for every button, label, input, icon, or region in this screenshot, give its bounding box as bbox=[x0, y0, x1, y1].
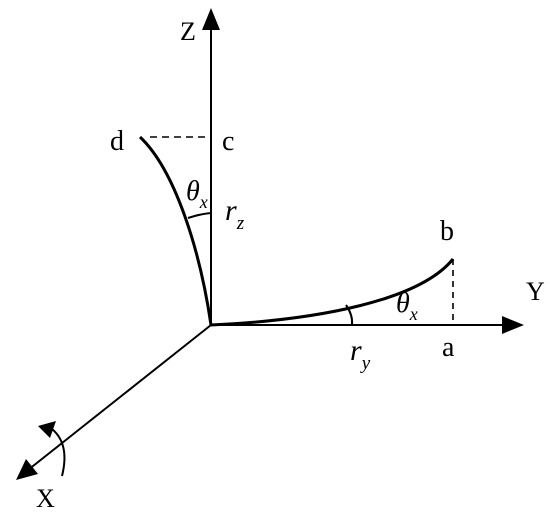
ry-subscript: y bbox=[360, 353, 371, 374]
r-symbol: r bbox=[350, 334, 362, 367]
theta-symbol: θ bbox=[186, 176, 200, 207]
x-axis-label: X bbox=[36, 484, 55, 513]
x-rotation-arrowhead bbox=[38, 421, 56, 438]
point-d-label: d bbox=[110, 126, 124, 157]
y-axis-arrowhead bbox=[502, 316, 524, 334]
y-axis-label: Y bbox=[526, 277, 545, 306]
r-symbol: r bbox=[225, 194, 237, 227]
theta-symbol: θ bbox=[396, 288, 410, 319]
theta-x-label-z: θx bbox=[186, 176, 208, 212]
angle-arc-z bbox=[187, 212, 212, 219]
point-c-label: c bbox=[222, 126, 234, 157]
theta-subscript: x bbox=[199, 192, 208, 212]
point-a-label: a bbox=[442, 332, 455, 363]
theta-x-label-y: θx bbox=[396, 288, 418, 324]
theta-subscript: x bbox=[409, 304, 418, 324]
point-b-label: b bbox=[440, 216, 454, 247]
ry-label: ry bbox=[350, 334, 371, 374]
rz-subscript: z bbox=[236, 213, 245, 234]
z-axis-label: Z bbox=[180, 17, 196, 46]
angle-arc-y bbox=[345, 304, 354, 326]
rz-label: rz bbox=[225, 194, 245, 234]
x-rotation-arrow bbox=[51, 428, 66, 477]
x-axis bbox=[27, 324, 212, 471]
curve-od bbox=[138, 135, 213, 326]
z-axis-arrowhead bbox=[202, 8, 220, 30]
curve-ob bbox=[210, 258, 455, 327]
x-axis-arrowhead bbox=[16, 459, 38, 480]
